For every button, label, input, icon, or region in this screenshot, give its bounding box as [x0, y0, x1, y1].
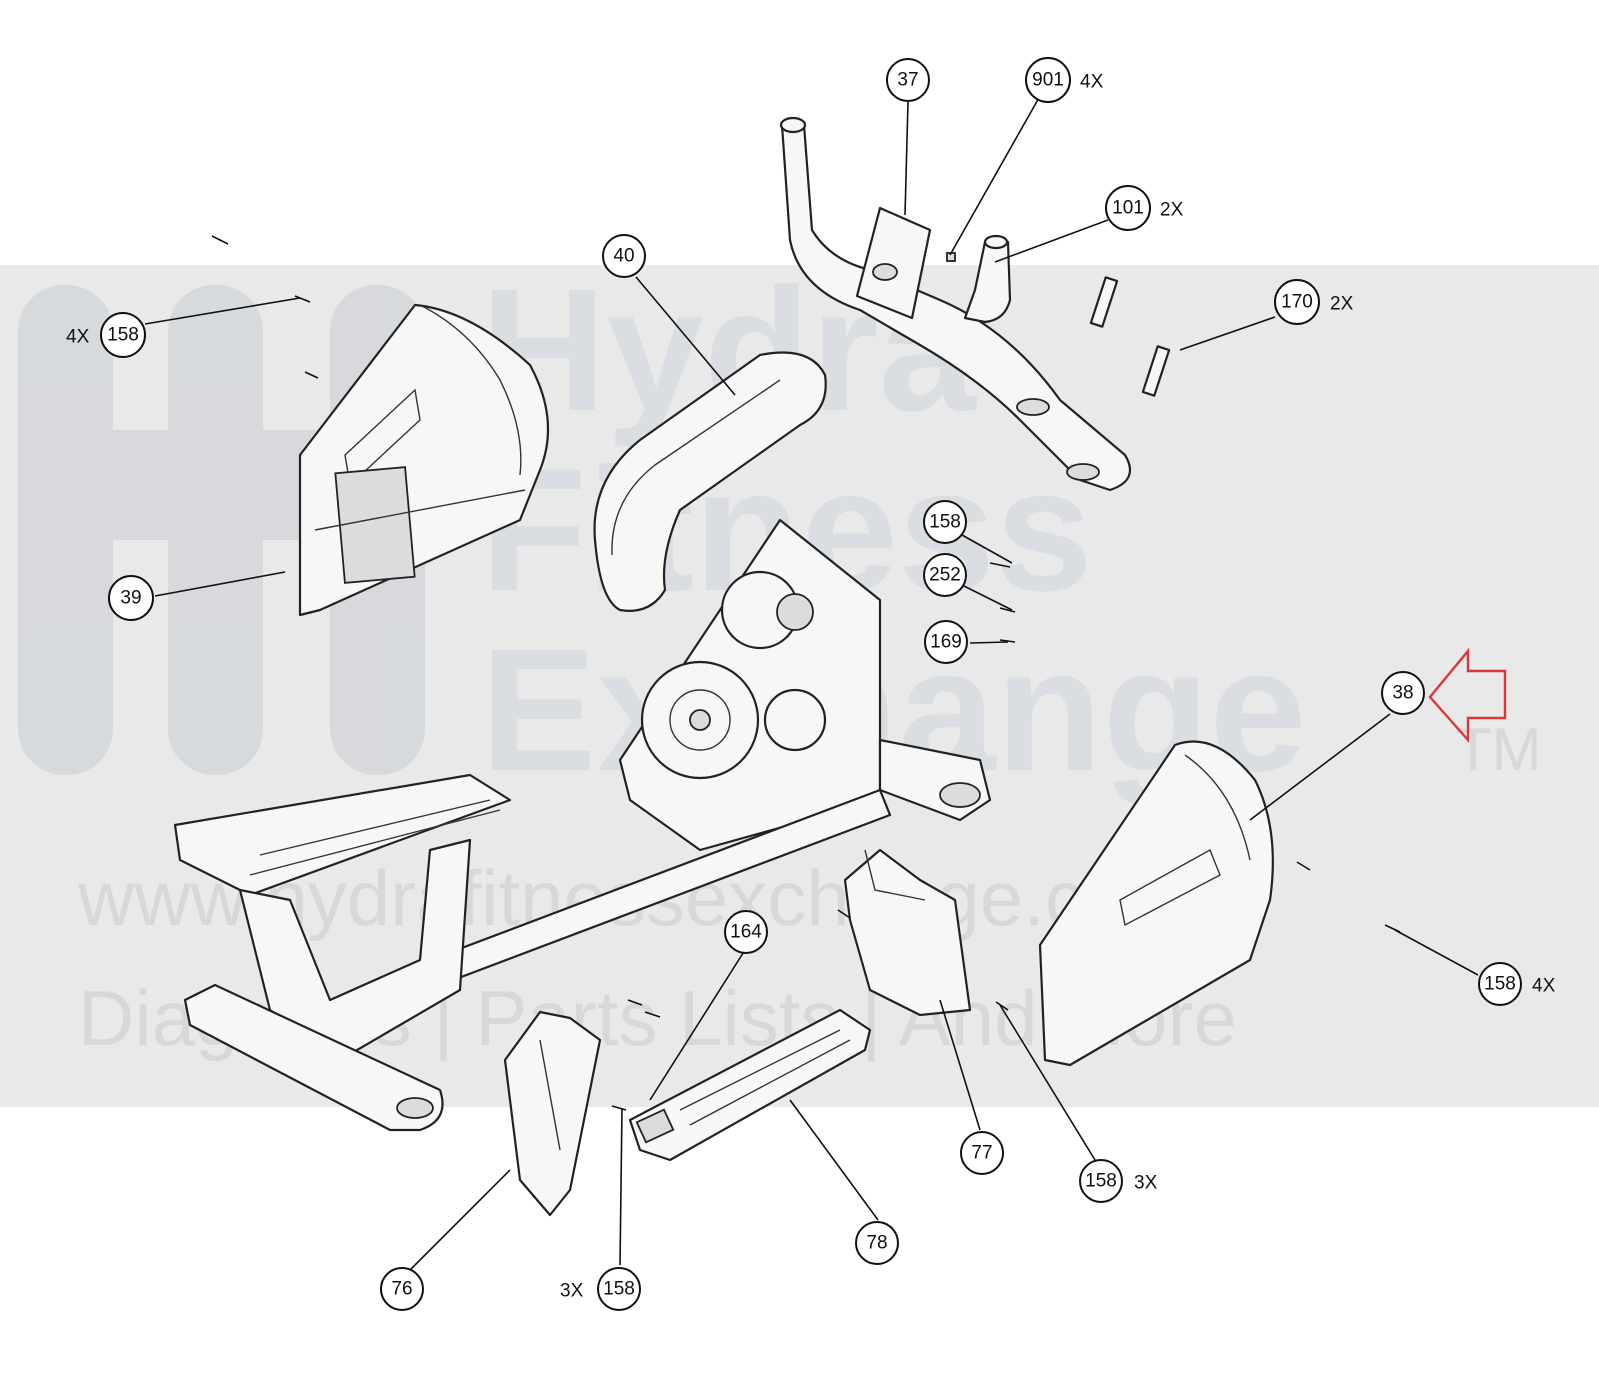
highlight-arrow-icon — [1428, 647, 1507, 744]
svg-text:77: 77 — [971, 1143, 992, 1164]
callout-158-d-qty: 3X — [1134, 1173, 1158, 1194]
svg-text:38: 38 — [1392, 683, 1413, 704]
callout-164: 164 — [724, 910, 768, 954]
main-frame-part — [618, 518, 992, 852]
svg-text:158: 158 — [1085, 1171, 1117, 1192]
fastener-icons — [211, 235, 1401, 1111]
part-76-cover — [503, 1010, 602, 1217]
svg-text:158: 158 — [1484, 974, 1516, 995]
callout-252: 252 — [923, 553, 967, 597]
svg-text:170: 170 — [1281, 292, 1313, 313]
part-170-bushings — [1089, 276, 1171, 397]
left-shroud-part — [298, 303, 550, 617]
callout-170: 170 2X — [1274, 279, 1354, 325]
part-77-cover — [843, 848, 972, 1017]
part-78-step — [628, 1008, 872, 1162]
belt-cover-part — [593, 351, 827, 612]
callout-76: 76 — [380, 1267, 424, 1311]
right-shroud-part — [1038, 740, 1274, 1067]
svg-text:158: 158 — [603, 1279, 635, 1300]
callout-158-e: 158 3X — [560, 1267, 641, 1311]
svg-text:101: 101 — [1112, 198, 1144, 219]
callout-37: 37 — [886, 58, 930, 102]
svg-text:158: 158 — [107, 325, 139, 346]
svg-text:901: 901 — [1032, 70, 1064, 91]
callout-158-a: 158 4X — [66, 312, 146, 358]
handlebar-mount-plate — [855, 206, 932, 320]
handlebar-part — [779, 116, 1132, 492]
callout-40: 40 — [602, 234, 646, 278]
callout-170-qty: 2X — [1330, 294, 1354, 315]
watermark-trademark: TM — [1455, 716, 1542, 783]
svg-text:76: 76 — [391, 1279, 412, 1300]
callout-101-qty: 2X — [1160, 200, 1184, 221]
svg-text:158: 158 — [929, 512, 961, 533]
callout-77: 77 — [960, 1131, 1004, 1175]
callout-38: 38 — [1381, 671, 1425, 715]
callout-101: 101 2X — [1105, 185, 1184, 231]
svg-text:169: 169 — [930, 632, 962, 653]
callout-158-d: 158 3X — [1079, 1159, 1158, 1203]
callout-158-c: 158 4X — [1478, 962, 1556, 1006]
svg-text:78: 78 — [866, 1233, 887, 1254]
callout-158-a-qty: 4X — [66, 327, 90, 348]
callout-169: 169 — [924, 620, 968, 664]
callout-39: 39 — [108, 575, 154, 621]
svg-text:252: 252 — [929, 565, 961, 586]
callout-78: 78 — [855, 1221, 899, 1265]
callout-158-e-qty: 3X — [560, 1281, 584, 1302]
callout-901-qty: 4X — [1080, 72, 1104, 93]
svg-text:40: 40 — [613, 246, 634, 267]
callout-158-b: 158 — [923, 500, 967, 544]
callout-158-c-qty: 4X — [1532, 976, 1556, 997]
svg-text:164: 164 — [730, 922, 762, 943]
callout-901: 901 4X — [1025, 57, 1104, 103]
seat-part — [173, 773, 512, 897]
leader-lines — [144, 95, 1479, 1271]
seat-stand-part — [183, 838, 472, 1132]
svg-text:39: 39 — [120, 588, 141, 609]
svg-text:37: 37 — [897, 70, 918, 91]
